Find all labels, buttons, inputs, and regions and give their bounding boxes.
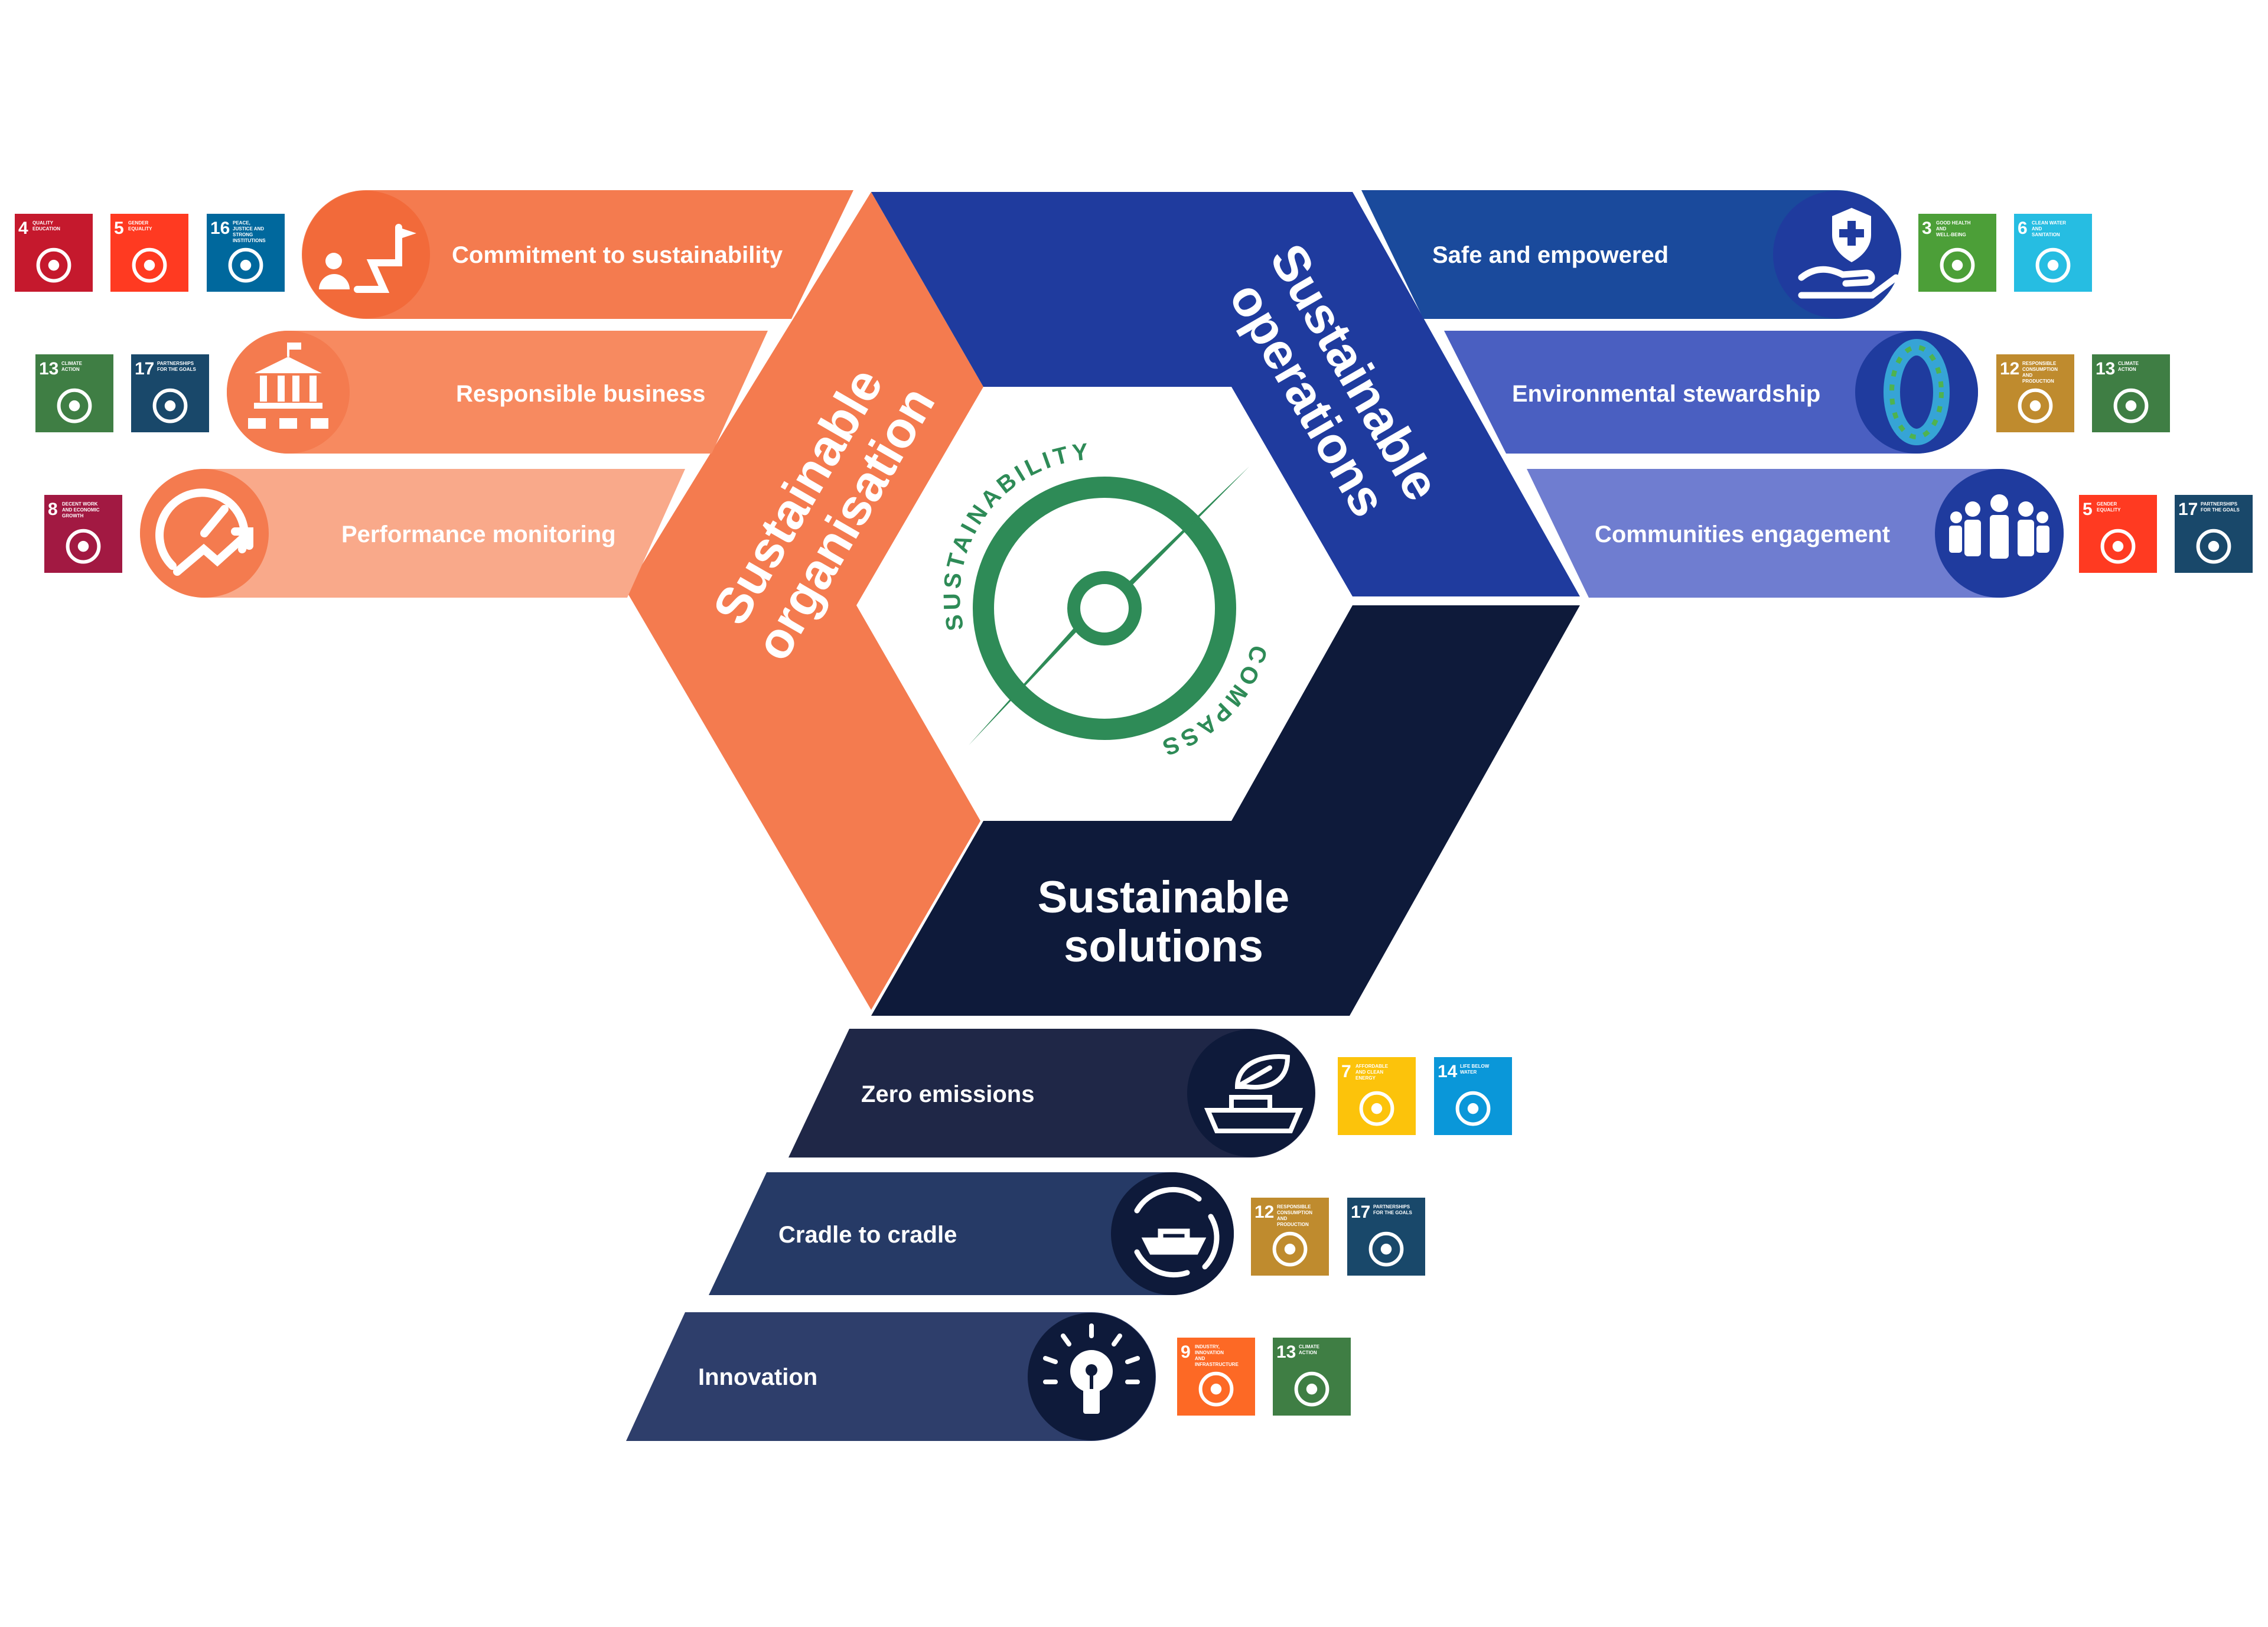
item-innovation-label: Innovation [698, 1364, 817, 1390]
leaf-ship-icon [1204, 1054, 1304, 1133]
pillar-solutions-line1: Sustainable [1038, 872, 1290, 922]
pillar-solutions-line2: solutions [1064, 921, 1263, 971]
sdg-number: 6 [2018, 219, 2028, 238]
sdg-number: 7 [1341, 1062, 1351, 1081]
sdg-number: 16 [210, 219, 230, 238]
sdg-number: 13 [39, 359, 58, 379]
item-communities-engagement: Communities engagement [1527, 469, 2064, 598]
compass-needle-icon [969, 467, 1249, 745]
sdg-number: 13 [1276, 1342, 1296, 1362]
item-responsible-label: Responsible business [456, 381, 705, 407]
item-responsible-business: Responsible business [227, 331, 768, 454]
sdg-number: 3 [1922, 219, 1932, 238]
institution-building-icon [248, 343, 328, 429]
sdg-number: 8 [48, 500, 58, 519]
sdg-number: 12 [1254, 1202, 1274, 1222]
item-commitment-label: Commitment to sustainability [452, 242, 783, 268]
sdg-number: 17 [2178, 500, 2198, 519]
sdg-number: 13 [2096, 359, 2115, 379]
item-commitment-to-sustainability: Commitment to sustainability [302, 190, 853, 319]
item-zero-emissions: Zero emissions [788, 1029, 1315, 1158]
lightbulb-icon [1043, 1323, 1140, 1414]
sdg-number: 5 [114, 219, 124, 238]
ship-cycle-icon [1134, 1186, 1220, 1278]
speedometer-growth-icon [155, 488, 253, 576]
zero-icon [1884, 339, 1950, 445]
sdg-number: 4 [18, 219, 28, 238]
item-safe-label: Safe and empowered [1432, 242, 1669, 268]
sdg-number: 9 [1181, 1342, 1191, 1362]
people-group-icon [1949, 494, 2049, 559]
sdg-number: 17 [1351, 1202, 1370, 1222]
item-environmental-stewardship: Environmental stewardship [1444, 331, 1978, 454]
hand-shield-icon [1798, 208, 1899, 299]
sdg-number: 5 [2083, 500, 2093, 519]
sustainability-compass-logo: SUSTAINABILITY COMPASS [939, 438, 1269, 761]
item-performance-monitoring: Performance monitoring [140, 469, 685, 598]
sdg-number: 17 [135, 359, 154, 379]
sdg-number: 14 [1438, 1062, 1458, 1081]
item-cradle-label: Cradle to cradle [778, 1222, 957, 1248]
item-communities-label: Communities engagement [1595, 521, 1890, 547]
item-performance-label: Performance monitoring [341, 521, 616, 547]
item-zero-label: Zero emissions [861, 1081, 1034, 1107]
item-innovation: Innovation [626, 1312, 1156, 1441]
person-flag-path-icon [319, 224, 416, 293]
pillar-sustainable-solutions: Sustainable solutions [871, 605, 1580, 1016]
item-environmental-label: Environmental stewardship [1512, 381, 1820, 407]
item-cradle-to-cradle: Cradle to cradle [709, 1172, 1234, 1295]
item-safe-and-empowered: Safe and empowered [1361, 190, 1901, 319]
sdg-number: 12 [2000, 359, 2019, 379]
